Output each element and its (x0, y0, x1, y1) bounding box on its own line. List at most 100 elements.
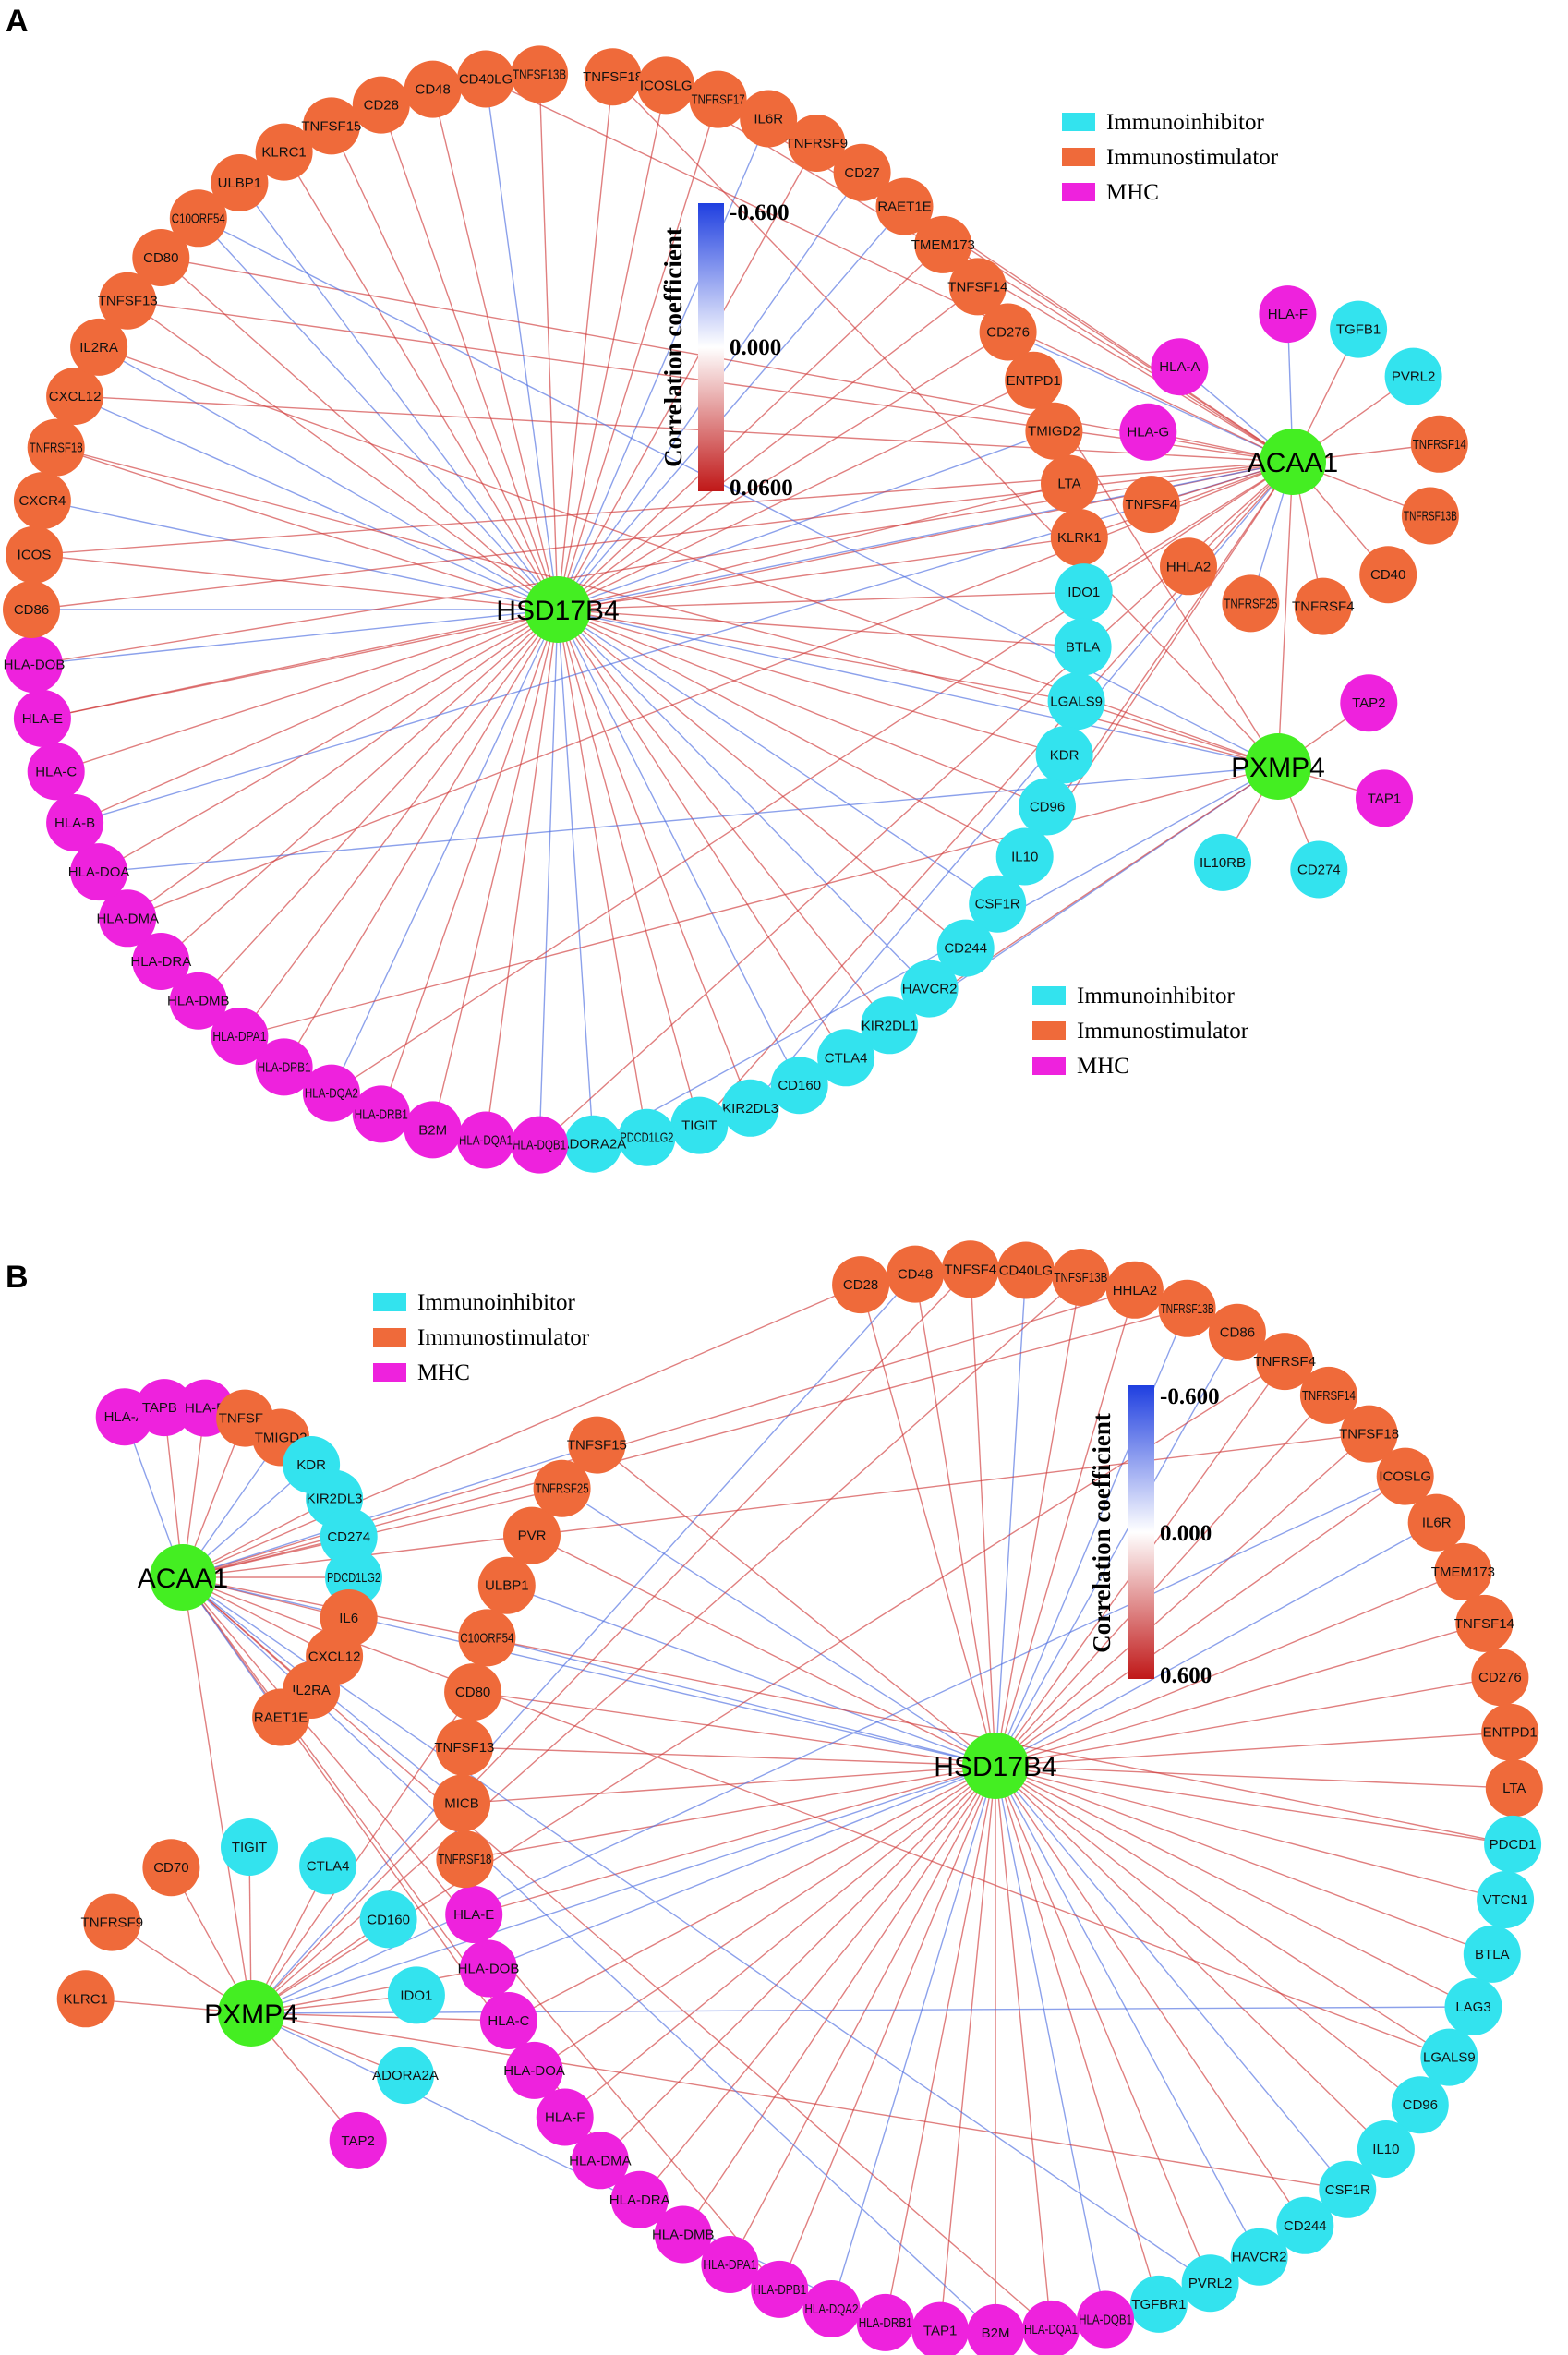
node-circle (1230, 2228, 1288, 2286)
node-circle (27, 743, 85, 801)
node-circle (1160, 537, 1217, 596)
node-tmigd2: TMIGD2 (1025, 402, 1083, 460)
node-circle (1259, 285, 1317, 344)
node-label: HLA-DQB1 (513, 1138, 566, 1153)
node-label: CD86 (1220, 1325, 1255, 1341)
node-label: TGFB1 (1336, 322, 1381, 338)
edge (464, 1765, 996, 1860)
node-label: TNFSF13B (513, 66, 566, 82)
node-label: KLRK1 (1057, 530, 1102, 546)
edge (995, 1276, 1082, 1767)
edge (995, 1732, 1511, 1767)
node-label: TNFRSF18 (438, 1852, 491, 1867)
edge (557, 118, 769, 610)
node-circle (969, 875, 1027, 933)
node-label: KIR2DL3 (722, 1101, 778, 1117)
node-circle (1158, 1279, 1216, 1337)
node-circle (1410, 415, 1468, 473)
node-circle (83, 1893, 141, 1951)
node-lag3: LAG3 (1444, 1978, 1502, 2035)
legend-label-immunoinhibitor: Immunoinhibitor (417, 1290, 576, 1315)
node-tnfsf13: TNFSF13 (434, 1719, 494, 1776)
colorbar-tick-mid: 0.000 (1160, 1521, 1212, 1546)
node-label: CD27 (844, 165, 879, 181)
node-circle (1181, 2254, 1239, 2313)
node-label: MICB (444, 1796, 479, 1812)
edge (557, 482, 1070, 610)
hub-pxmp4: PXMP4 (204, 1980, 298, 2047)
node-circle (132, 229, 190, 286)
node-havcr2: HAVCR2 (900, 960, 959, 1018)
node-label: HLA-DRA (609, 2192, 670, 2208)
node-label: KLRC1 (261, 145, 306, 161)
node-circle (377, 2047, 434, 2105)
node-circle (444, 1663, 502, 1721)
node-circle (1407, 1493, 1465, 1552)
node-hla-dra: HLA-DRA (130, 933, 191, 990)
legend-swatch-immunoinhibitor (373, 1293, 406, 1311)
node-circle (1455, 1594, 1514, 1652)
node-circle (1463, 1925, 1521, 1983)
edge (995, 1289, 1136, 1767)
edge (380, 104, 559, 610)
edge (557, 591, 1084, 610)
node-circle (503, 1506, 561, 1564)
node-label: VTCN1 (1483, 1892, 1528, 1908)
edge (485, 78, 1294, 463)
edge (682, 1765, 996, 2235)
edge (55, 609, 559, 773)
node-hla-e: HLA-E (445, 1886, 503, 1943)
node-label: HLA-DOA (503, 2063, 565, 2079)
node-hla-dob: HLA-DOB (4, 635, 65, 694)
node-circle (670, 1096, 729, 1154)
node-circle (788, 115, 846, 172)
node-tnfsf15: TNFSF15 (301, 97, 361, 155)
node-circle (1376, 1447, 1434, 1505)
node-label: TNFSF15 (301, 118, 361, 134)
node-tap2: TAP2 (329, 2111, 387, 2169)
node-label: HLA-C (488, 2013, 529, 2029)
node-tnfsf14: TNFSF14 (947, 258, 1007, 316)
edge (557, 609, 847, 1058)
edge (860, 1284, 996, 1767)
node-label: TAP1 (923, 2324, 957, 2339)
edge (939, 1765, 996, 2331)
edge (995, 1571, 1464, 1767)
node-circle (302, 1064, 360, 1122)
colorbar-title: Correlation coefficient (659, 227, 687, 467)
edge (74, 395, 559, 610)
node-hla-dpa1: HLA-DPA1 (701, 2236, 759, 2293)
hub-hsd17b4: HSD17B4 (496, 576, 620, 643)
node-hhla2: HHLA2 (1160, 537, 1217, 596)
node-label: CD274 (1297, 863, 1341, 878)
node-circle (99, 889, 157, 948)
node-vtcn1: VTCN1 (1477, 1871, 1535, 1928)
edge (1083, 461, 1294, 593)
node-csf1r: CSF1R (1319, 2160, 1377, 2218)
edge (42, 500, 559, 610)
node-circle (1054, 618, 1112, 676)
legend-swatch-mhc (373, 1363, 406, 1382)
node-label: KIR2DL1 (862, 1018, 918, 1033)
node-circle (1041, 454, 1098, 513)
node-cd160: CD160 (359, 1890, 417, 1949)
node-label: TNFRSF25 (536, 1481, 589, 1497)
node-label: HLA-DOB (458, 1962, 520, 1977)
node-label: HLA-C (35, 764, 77, 779)
node-tmem173: TMEM173 (1431, 1542, 1495, 1600)
node-label: PVR (518, 1528, 547, 1544)
edge (557, 609, 998, 905)
node-hla-dqa1: HLA-DQA1 (457, 1111, 514, 1169)
node-circle (1357, 2120, 1415, 2178)
node-label: BTLA (1066, 640, 1101, 656)
node-circle (900, 960, 959, 1018)
node-circle (1256, 1333, 1314, 1391)
node-circle (13, 689, 71, 747)
node-tnfrsf14: TNFRSF14 (1299, 1366, 1357, 1424)
node-circle (299, 1837, 357, 1895)
node-circle (1194, 833, 1251, 891)
node-circle (1122, 476, 1180, 534)
node-label: CD86 (14, 602, 49, 618)
node-ido1: IDO1 (1055, 563, 1113, 622)
node-label: TNFSF4 (944, 1262, 996, 1277)
